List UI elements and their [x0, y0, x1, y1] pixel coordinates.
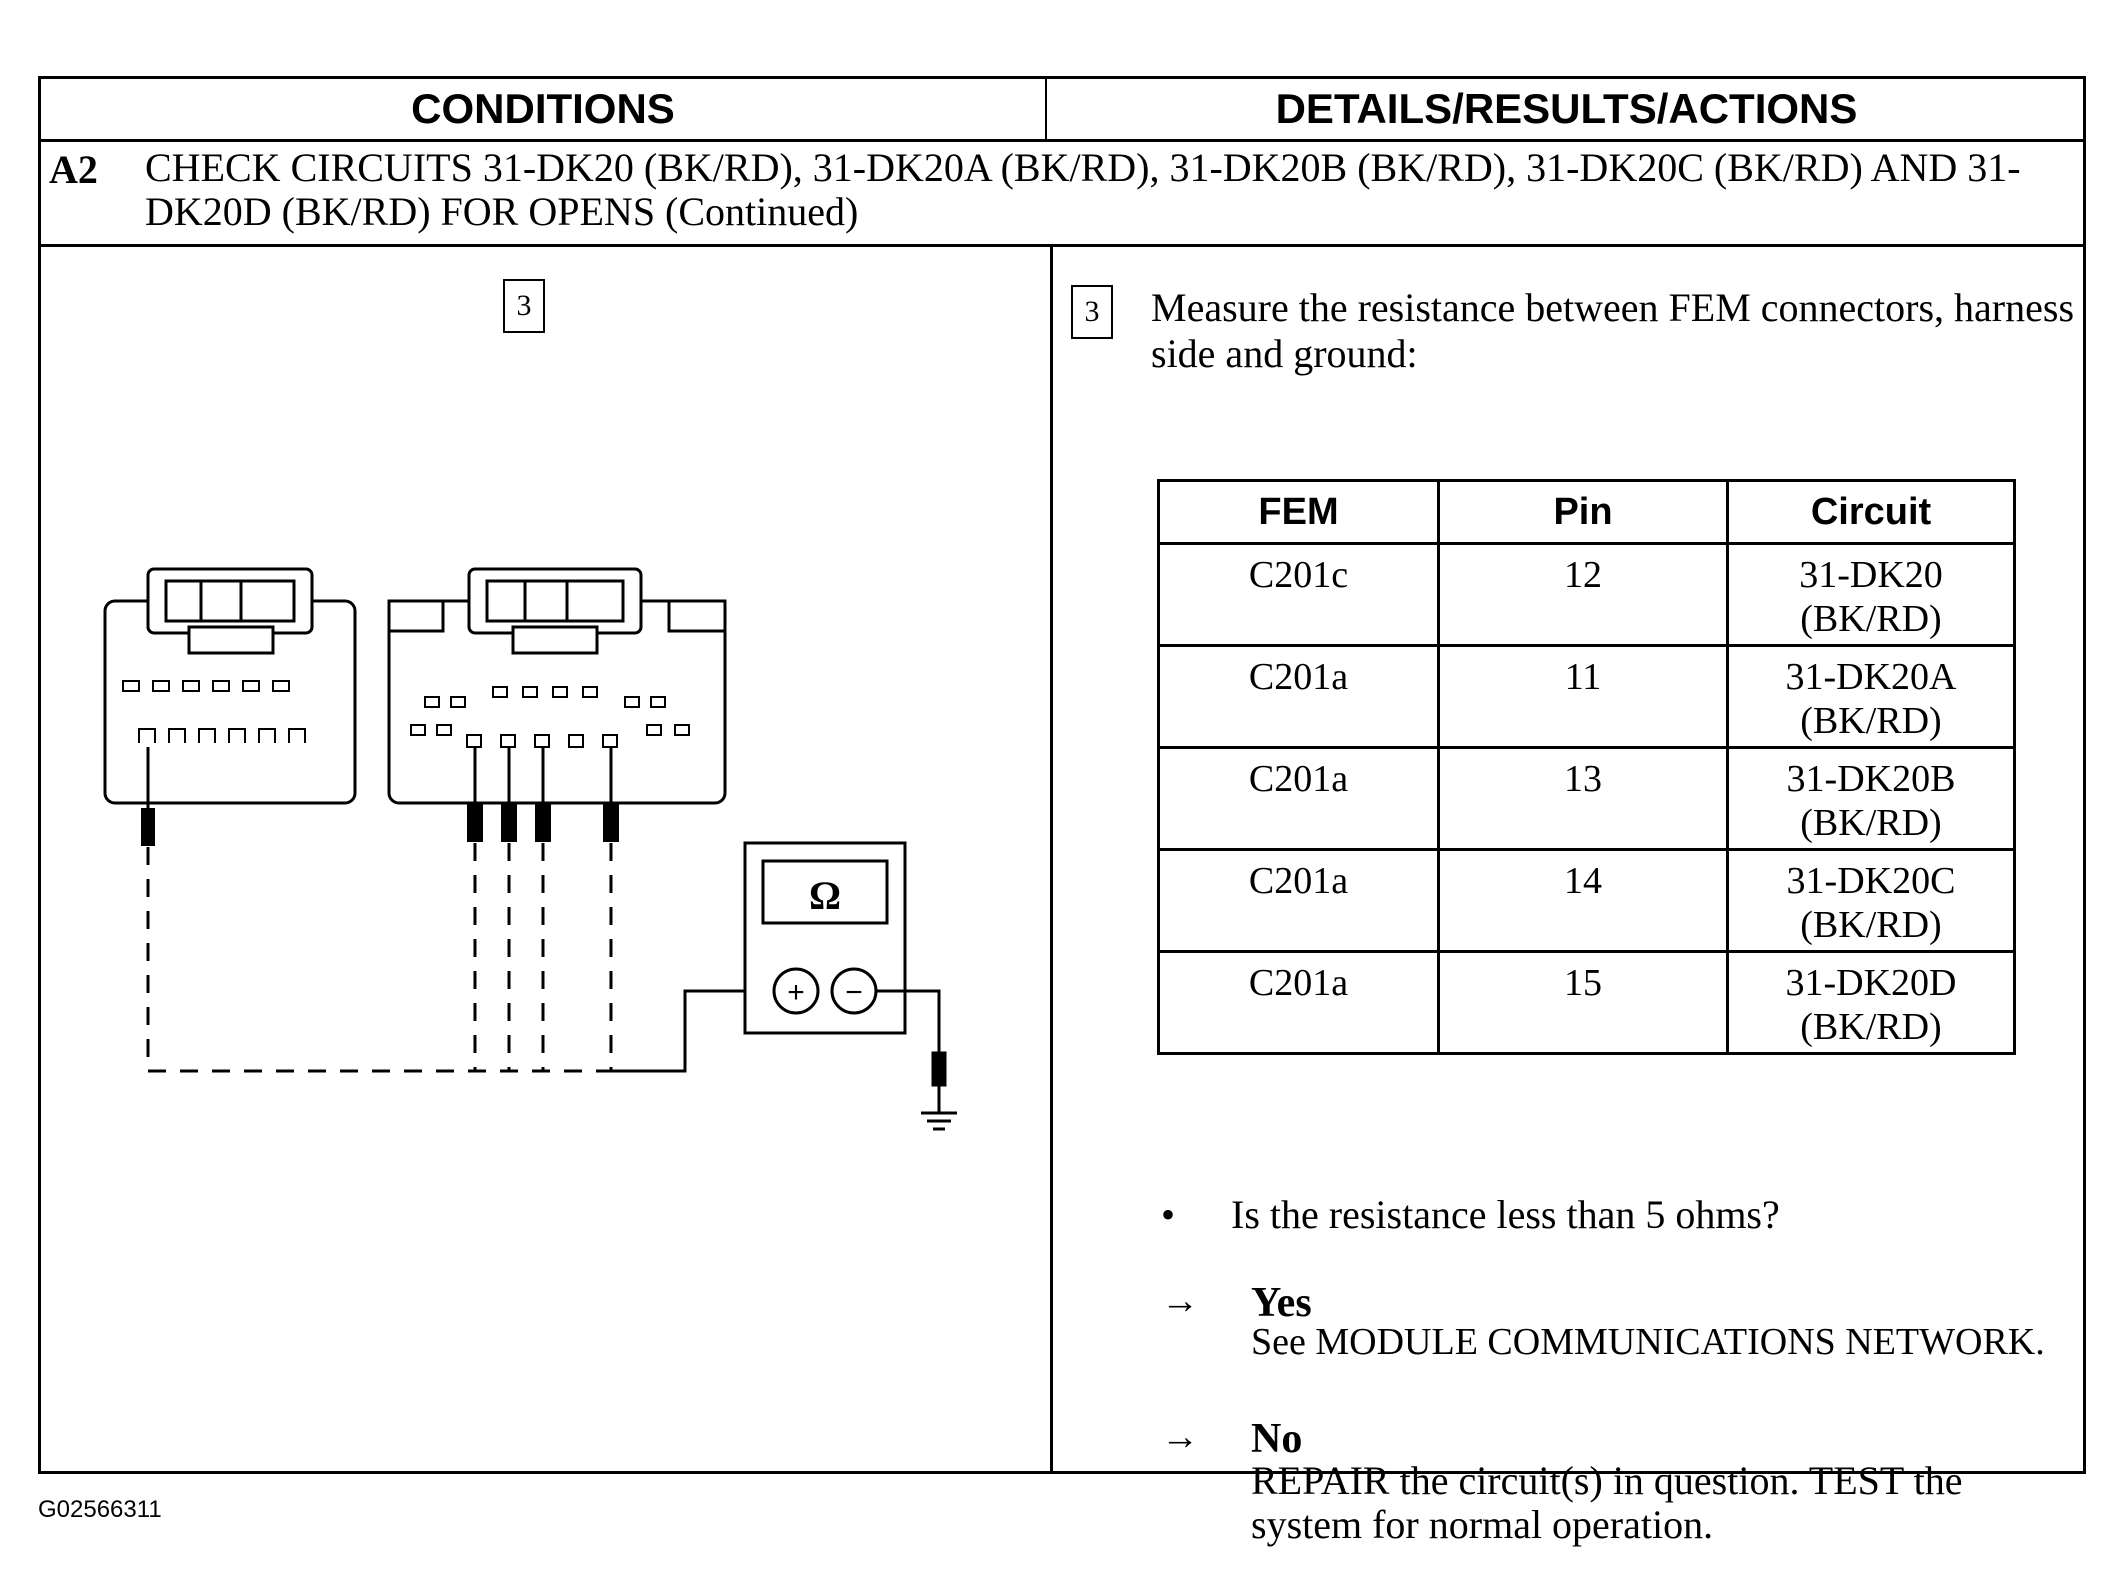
- ohm-symbol: Ω: [809, 873, 841, 918]
- yes-text: See MODULE COMMUNICATIONS NETWORK.: [1251, 1321, 2045, 1363]
- column-divider: [1050, 244, 1053, 1474]
- bullet-icon: •: [1161, 1192, 1176, 1237]
- header-row: CONDITIONS DETAILS/RESULTS/ACTIONS: [41, 79, 2083, 142]
- circuit-color: (BK/RD): [1800, 802, 1942, 844]
- cell-circuit: 31-DK20A(BK/RD): [1726, 644, 2016, 749]
- step-title: CHECK CIRCUITS 31-DK20 (BK/RD), 31-DK20A…: [145, 145, 2021, 234]
- cell-fem: C201a: [1157, 848, 1440, 953]
- header-circuit: Circuit: [1726, 479, 2016, 545]
- cell-circuit: 31-DK20B(BK/RD): [1726, 746, 2016, 851]
- details-step-number: 3: [1071, 285, 1113, 339]
- cell-pin: 12: [1437, 542, 1729, 647]
- procedure-sheet: CONDITIONS DETAILS/RESULTS/ACTIONS A2 CH…: [38, 76, 2086, 1547]
- fem-table: FEM Pin Circuit C201c 12 31-DK20(BK/RD) …: [1157, 479, 2016, 1055]
- header-pin: Pin: [1437, 479, 1729, 545]
- figure-id: G02566311: [38, 1496, 162, 1523]
- arrow-right-icon: →: [1161, 1280, 1199, 1322]
- cell-pin: 13: [1437, 746, 1729, 851]
- cell-fem: C201a: [1157, 746, 1440, 851]
- circuit-id: 31-DK20D: [1785, 962, 1957, 1004]
- cell-pin: 11: [1437, 644, 1729, 749]
- circuit-id: 31-DK20: [1799, 554, 1943, 596]
- ohmmeter: [743, 841, 907, 1035]
- circuit-color: (BK/RD): [1800, 598, 1942, 640]
- question: • Is the resistance less than 5 ohms?: [1161, 1191, 1780, 1238]
- cell-fem: C201c: [1157, 542, 1440, 647]
- question-text: Is the resistance less than 5 ohms?: [1231, 1192, 1780, 1237]
- circuit-id: 31-DK20B: [1786, 758, 1956, 800]
- step-id: A2: [49, 147, 98, 192]
- instruction-text: Measure the resistance between FEM conne…: [1151, 285, 2075, 376]
- minus-terminal: −: [845, 976, 863, 1009]
- table-row: C201a 14 31-DK20C(BK/RD): [1157, 848, 2016, 953]
- header-fem: FEM: [1157, 479, 1440, 545]
- conditions-header: CONDITIONS: [41, 79, 1047, 139]
- table-row: C201a 15 31-DK20D(BK/RD): [1157, 950, 2016, 1055]
- circuit-color: (BK/RD): [1800, 1006, 1942, 1048]
- cell-pin: 14: [1437, 848, 1729, 953]
- connector-c201c: [103, 567, 357, 805]
- circuit-id: 31-DK20A: [1785, 656, 1957, 698]
- table-row: C201a 13 31-DK20B(BK/RD): [1157, 746, 2016, 851]
- arrow-right-icon: →: [1161, 1416, 1199, 1458]
- circuit-id: 31-DK20C: [1786, 860, 1956, 902]
- yes-label: Yes: [1251, 1280, 1312, 1326]
- cell-fem: C201a: [1157, 950, 1440, 1055]
- table-row: C201a 11 31-DK20A(BK/RD): [1157, 644, 2016, 749]
- step-title-row: A2 CHECK CIRCUITS 31-DK20 (BK/RD), 31-DK…: [41, 142, 2083, 247]
- no-label: No: [1251, 1416, 1303, 1462]
- cell-circuit: 31-DK20(BK/RD): [1726, 542, 2016, 647]
- table-row: C201c 12 31-DK20(BK/RD): [1157, 542, 2016, 647]
- cell-circuit: 31-DK20D(BK/RD): [1726, 950, 2016, 1055]
- wiring-diagram: Ω + −: [103, 567, 957, 1131]
- cell-circuit: 31-DK20C(BK/RD): [1726, 848, 2016, 953]
- cell-pin: 15: [1437, 950, 1729, 1055]
- diagram-step-number: 3: [503, 279, 545, 333]
- cell-fem: C201a: [1157, 644, 1440, 749]
- connector-c201a: [387, 567, 727, 805]
- circuit-color: (BK/RD): [1800, 700, 1942, 742]
- no-text: REPAIR the circuit(s) in question. TEST …: [1251, 1458, 1963, 1547]
- details-header: DETAILS/RESULTS/ACTIONS: [1275, 85, 1858, 132]
- circuit-color: (BK/RD): [1800, 904, 1942, 946]
- plus-terminal: +: [787, 976, 805, 1009]
- table-header-row: FEM Pin Circuit: [1157, 479, 2016, 545]
